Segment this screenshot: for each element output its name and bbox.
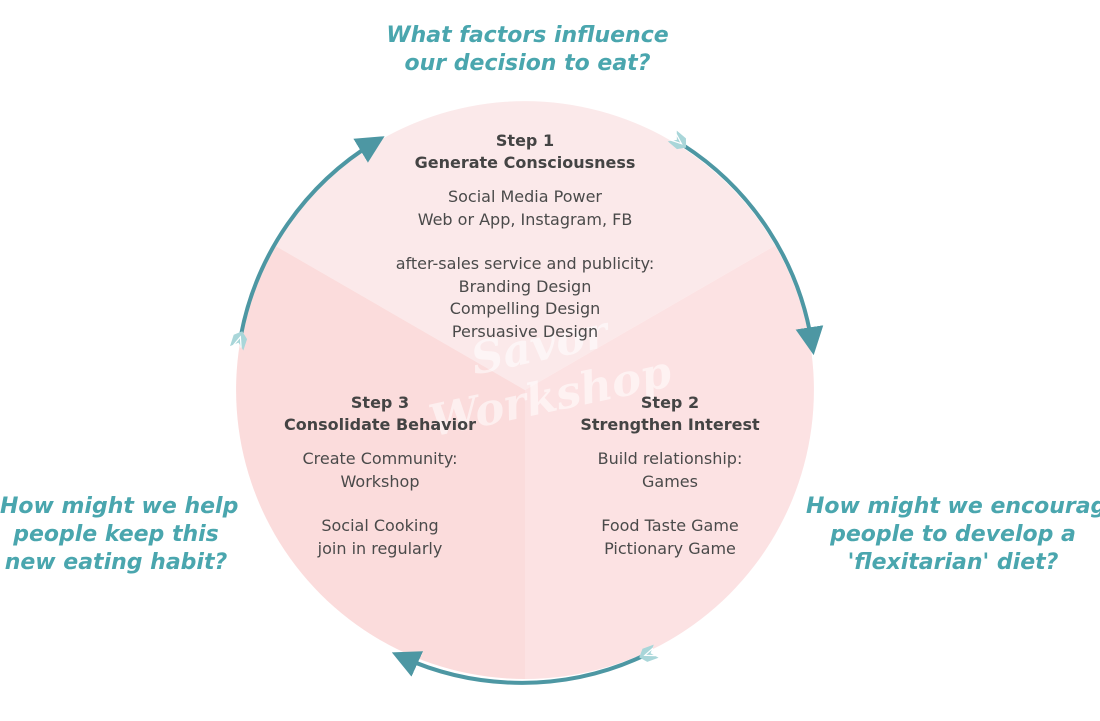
step1-item: Compelling Design (449, 299, 601, 318)
question-line: people keep this (13, 522, 219, 547)
step2-title: Strengthen Interest (580, 415, 760, 434)
arrow-step3-to-step1 (239, 136, 385, 336)
step2-item: Build relationship: (597, 449, 743, 468)
question-left: How might we help people keep this new e… (0, 493, 239, 577)
step1-item: Web or App, Instagram, FB (417, 209, 633, 229)
sector-step3 (236, 245, 525, 679)
step3-item: Social Cooking (321, 516, 439, 535)
question-line: new eating habit? (4, 550, 228, 575)
step1-item: Persuasive Design (451, 321, 599, 341)
question-top: What factors influence our decision to e… (320, 22, 735, 78)
arrow-step1-to-step2 (681, 143, 824, 356)
feather-icon-step2 (639, 644, 659, 662)
step3-title: Consolidate Behavior (284, 415, 476, 434)
step2-item: Pictionary Game (604, 538, 736, 558)
question-line: How might we encourage (806, 494, 1100, 519)
feather-icon-step1 (667, 130, 687, 150)
step2-item: Games (642, 471, 698, 491)
step1-item: Social Media Power (447, 187, 603, 206)
step3-item: Workshop (340, 471, 420, 491)
step3-item: join in regularly (317, 538, 443, 558)
step3-block: Step 3 Consolidate Behavior Create Commu… (270, 392, 490, 560)
sector-step2 (525, 245, 814, 679)
feather-icon-step3 (230, 331, 248, 351)
step2-label: Step 2 (640, 393, 700, 412)
step1-label: Step 1 (495, 131, 555, 150)
sector-step1 (274, 101, 776, 391)
step2-item: Food Taste Game (601, 516, 739, 535)
question-line: What factors influence (386, 23, 669, 48)
step3-label: Step 3 (350, 393, 410, 412)
step3-item: Create Community: (302, 449, 458, 468)
step1-item: after-sales service and publicity: (395, 254, 655, 273)
question-right: How might we encourage people to develop… (806, 493, 1100, 577)
question-line: How might we help (0, 494, 239, 519)
step2-block: Step 2 Strengthen Interest Build relatio… (570, 392, 770, 560)
arrow-step2-to-step3 (391, 651, 644, 685)
step1-title: Generate Consciousness (414, 153, 636, 172)
step1-item: Branding Design (458, 276, 592, 296)
question-line: our decision to eat? (404, 51, 651, 76)
question-line: people to develop a (830, 522, 1076, 547)
question-line: 'flexitarian' diet? (847, 550, 1059, 575)
step1-block: Step 1 Generate Consciousness Social Med… (375, 130, 675, 343)
